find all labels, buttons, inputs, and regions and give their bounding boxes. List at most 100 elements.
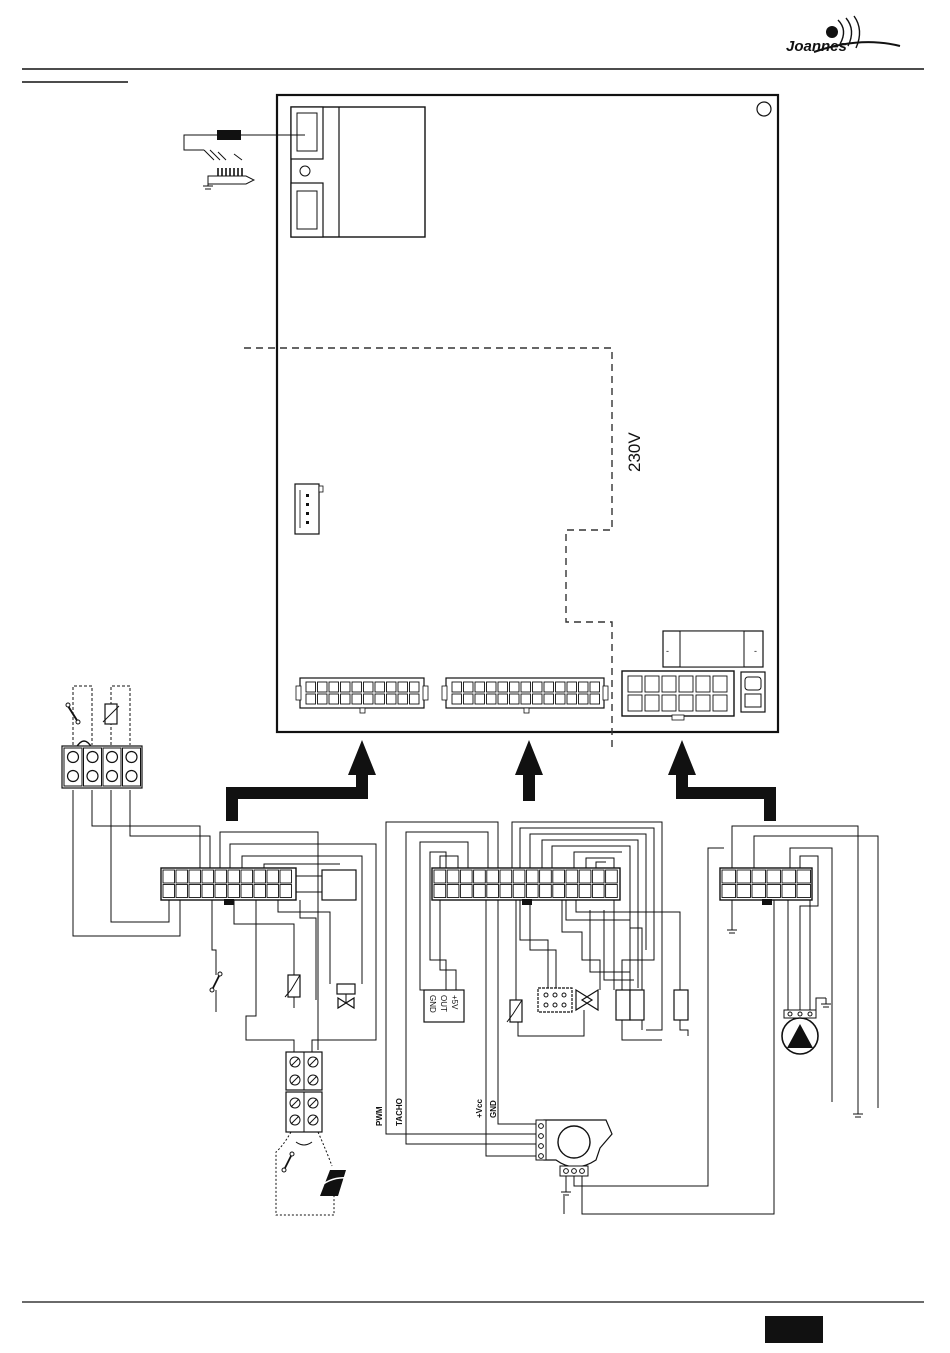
connector-pin <box>579 694 589 704</box>
connector-pin <box>202 870 214 883</box>
arrow-right <box>668 740 696 775</box>
connector-pin <box>782 885 796 898</box>
connector-pin <box>737 885 751 898</box>
connector-pin <box>521 694 531 704</box>
footer <box>22 1302 924 1343</box>
connector-pin <box>553 870 565 883</box>
connector-pin <box>498 694 508 704</box>
connector-pin <box>375 682 385 692</box>
terminal-screw <box>126 752 137 763</box>
tacho-label: TACHO <box>395 1098 404 1126</box>
connector-pin <box>544 694 554 704</box>
terminal-strip-lower <box>286 1052 322 1132</box>
fan-ground-icon <box>561 1176 571 1195</box>
arrow-middle <box>515 740 543 775</box>
harness-connector-right <box>720 868 812 905</box>
mounting-hole <box>757 102 771 116</box>
connector-pin <box>202 885 214 898</box>
connector-pin <box>163 870 175 883</box>
connector-pin <box>387 694 397 704</box>
ignition-resistor <box>217 130 241 140</box>
gnd-label: GND <box>489 1100 498 1118</box>
room-thermostat <box>276 1132 348 1215</box>
thermostat-switch-icon <box>284 1154 292 1170</box>
connector-pin <box>460 885 472 898</box>
connector-pin <box>329 682 339 692</box>
connector-pin <box>352 682 362 692</box>
connector-pin <box>679 695 693 711</box>
board-connector-left <box>296 678 428 713</box>
page-number-block <box>765 1316 823 1343</box>
connector-pin <box>352 694 362 704</box>
connector-pin <box>567 682 577 692</box>
connector-pin <box>306 694 316 704</box>
connector-pin <box>500 885 512 898</box>
connector-pin <box>662 695 676 711</box>
ntc-sensor <box>285 975 300 997</box>
dual-sensor <box>616 990 644 1020</box>
sensor-gnd-label: GND <box>428 995 437 1013</box>
diverter-valve <box>538 988 598 1012</box>
connector-pin <box>341 682 351 692</box>
connector-pin <box>487 682 497 692</box>
gas-valve <box>337 984 355 1008</box>
flame-comb-icon <box>218 168 242 176</box>
sensor-5v-label: +5V <box>450 995 459 1010</box>
connector-pin <box>606 885 618 898</box>
connector-pin <box>410 682 420 692</box>
connector-pin <box>452 682 462 692</box>
connector-pin <box>592 885 604 898</box>
connector-pin <box>752 870 766 883</box>
connector-pin <box>722 885 736 898</box>
connector-pin <box>475 682 485 692</box>
arrow-left <box>348 740 376 775</box>
connector-pin <box>533 682 543 692</box>
harness-connector-left <box>161 868 296 905</box>
top-left-components <box>66 686 130 748</box>
terminal-screw <box>107 771 118 782</box>
connector-pin <box>447 870 459 883</box>
right-harness <box>720 826 878 1117</box>
connector-pin <box>364 682 374 692</box>
connector-pin <box>215 870 227 883</box>
relay-box <box>322 870 356 900</box>
connector-pin <box>679 676 693 692</box>
connector-pin <box>176 885 188 898</box>
connector-pin <box>767 870 781 883</box>
connector-pin <box>487 870 499 883</box>
connector-pin <box>628 695 642 711</box>
brand-name: Joannes <box>786 38 847 55</box>
connector-pin <box>498 682 508 692</box>
connector-pin <box>590 682 600 692</box>
harness-arrows <box>226 740 776 821</box>
connector-pin <box>487 694 497 704</box>
connector-pin <box>228 870 240 883</box>
ignition-module <box>291 107 425 237</box>
left-harness <box>62 686 376 1215</box>
connector-pin <box>452 694 462 704</box>
connector-pin <box>447 885 459 898</box>
connector-pin <box>434 870 446 883</box>
connector-pin <box>767 885 781 898</box>
fuse-holder: - - <box>663 631 763 667</box>
connector-pin <box>254 870 266 883</box>
svg-text:-: - <box>666 646 669 656</box>
connector-pin <box>722 870 736 883</box>
connector-pin <box>267 885 279 898</box>
connector-pin <box>318 694 328 704</box>
connector-pin <box>628 676 642 692</box>
connector-pin <box>645 676 659 692</box>
connector-pin <box>189 870 201 883</box>
connector-pin <box>592 870 604 883</box>
ground-bottom-icon <box>853 1108 863 1117</box>
connector-pin <box>579 682 589 692</box>
connector-pin <box>662 676 676 692</box>
connector-pin <box>696 695 710 711</box>
logo-dot <box>826 26 838 38</box>
single-sensor <box>674 990 688 1020</box>
connector-pin <box>521 682 531 692</box>
connector-pin <box>544 682 554 692</box>
pressure-sensor: GND OUT +5V <box>424 990 464 1022</box>
ground-right-icon <box>727 926 737 933</box>
